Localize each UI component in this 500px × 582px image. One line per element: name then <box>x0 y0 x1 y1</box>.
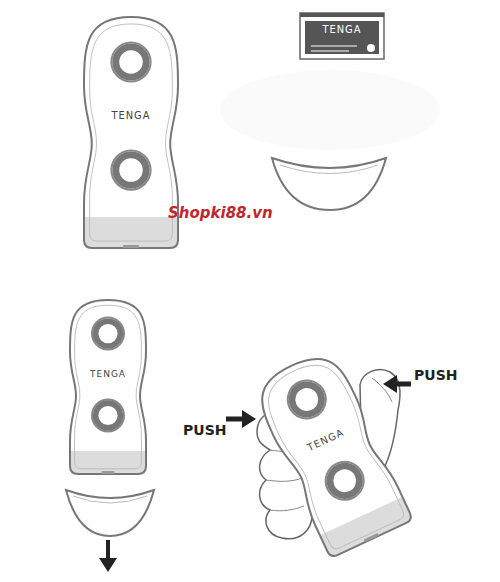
device-inner-border <box>90 24 173 241</box>
end-cap <box>66 490 154 536</box>
device-slot <box>123 245 139 248</box>
button-ring <box>325 461 364 500</box>
button-ring <box>96 321 121 346</box>
sachet-fine-print <box>311 45 357 47</box>
device-fill <box>84 17 178 248</box>
device-fill <box>70 300 146 474</box>
push-label: PUSH <box>414 368 457 382</box>
sachet-badge <box>367 44 375 52</box>
push-label: PUSH <box>183 423 226 437</box>
device-body: TENGA <box>82 15 180 250</box>
brand-name: TENGA <box>82 111 180 121</box>
watermark: Shopki88.vn <box>168 206 273 221</box>
device-base <box>68 451 148 476</box>
device-body: TENGA <box>68 298 148 476</box>
button-ring <box>116 47 146 77</box>
arrow-head <box>99 558 117 572</box>
end-cap <box>272 158 386 210</box>
button-ring <box>116 155 146 185</box>
device-border <box>84 17 178 248</box>
button-ring <box>111 42 150 81</box>
device-outline <box>68 298 148 476</box>
device-base <box>82 217 180 250</box>
sachet-outline <box>299 12 385 60</box>
sachet-fine-print <box>311 50 349 52</box>
button-ring <box>92 399 124 431</box>
device-border <box>70 300 146 474</box>
button-ring <box>96 403 121 428</box>
background-glow <box>220 70 440 150</box>
button-ring <box>287 380 326 419</box>
arrow-head <box>242 410 256 428</box>
device-inner-border <box>257 354 405 551</box>
device-slot <box>102 471 115 474</box>
device-border <box>250 347 413 559</box>
sachet-strip <box>300 13 384 17</box>
sachet-border <box>300 13 384 59</box>
button-ring <box>92 318 124 350</box>
button-ring <box>111 151 150 190</box>
device-outline <box>82 15 180 250</box>
button-ring <box>282 374 332 424</box>
device-slot <box>364 533 379 542</box>
arrow-shaft <box>106 540 110 560</box>
button-ring <box>319 456 369 506</box>
arrow-shaft <box>395 382 411 387</box>
brand-name: TENGA <box>68 370 148 379</box>
arrow-head <box>383 375 397 393</box>
end-cap-edge <box>280 165 378 174</box>
device-base <box>318 496 416 561</box>
lotion-sachet: TENGA <box>299 12 385 60</box>
device-inner-border <box>75 305 142 469</box>
brand-name: TENGA <box>299 25 385 35</box>
arrow-shaft <box>226 417 244 422</box>
end-cap-edge <box>73 496 147 503</box>
